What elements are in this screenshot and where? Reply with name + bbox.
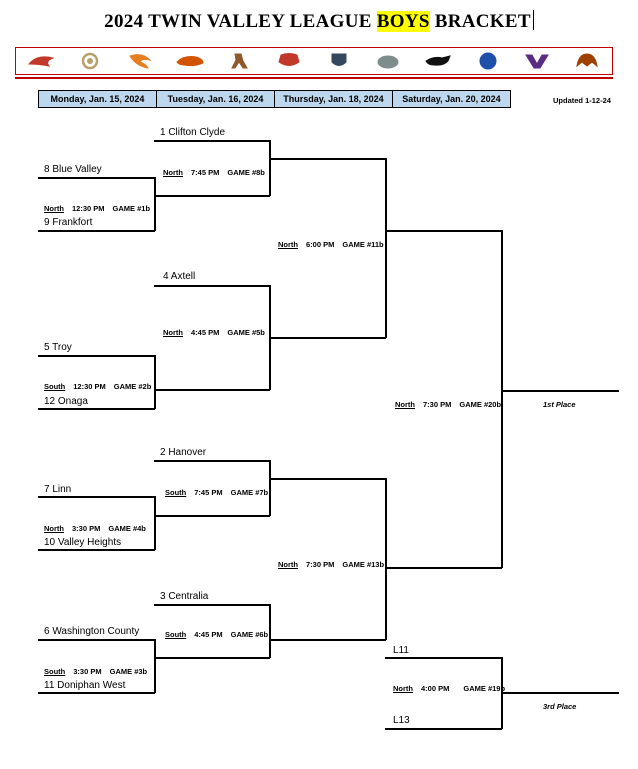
team-loser-g13: L13 [393,715,410,726]
title-prefix: 2024 TWIN VALLEY LEAGUE [104,11,377,32]
line-g5b-winner [269,337,386,339]
line-g8b-join [269,140,271,196]
ram-logo-icon [75,51,105,71]
team-blue-valley: 8 Blue Valley [44,164,102,175]
line-g8b-winner [269,158,386,160]
line-g13b-winner [385,567,502,569]
team-washington-county: 6 Washington County [44,626,140,637]
line-onaga [38,408,155,410]
line-g7b-join [269,460,271,516]
date-monday: Monday, Jan. 15, 2024 [38,90,157,108]
page-title: 2024 TWIN VALLEY LEAGUE BOYS BRACKET [0,10,638,33]
team-doniphan-west: 11 Doniphan West [44,680,126,691]
date-saturday: Saturday, Jan. 20, 2024 [392,90,511,108]
team-hanover: 2 Hanover [160,447,207,458]
line-g6b-winner [269,639,386,641]
title-highlight: BOYS [376,11,430,32]
team-valley-heights: 10 Valley Heights [44,537,122,548]
line-frankfort [38,230,155,232]
team-troy: 5 Troy [44,342,72,353]
mustang-logo-icon [224,51,254,71]
team-loser-g11: L11 [393,645,409,656]
line-valley-heights [38,549,155,551]
spartan-logo-icon [473,51,503,71]
line-g1b-join [154,177,156,231]
line-doniphan-west [38,692,155,694]
wildcat-logo-icon [274,51,304,71]
text-cursor [532,10,534,30]
eagle-logo-icon [26,51,56,71]
date-tuesday: Tuesday, Jan. 16, 2024 [156,90,275,108]
line-g3b-join [154,639,156,693]
bulldog-logo-icon [373,51,403,71]
line-g4b-join [154,496,156,550]
line-first-place [501,390,619,392]
third-place-label: 3rd Place [543,702,577,711]
line-g4b-winner [154,515,270,517]
line-clifton-clyde [154,140,270,142]
team-linn: 7 Linn [44,484,72,495]
date-header-row: Monday, Jan. 15, 2024 Tuesday, Jan. 16, … [38,90,511,108]
title-suffix: BRACKET [429,11,531,32]
logo-bar [15,47,613,75]
line-g3b-winner [154,657,270,659]
team-frankfort: 9 Frankfort [44,217,93,228]
line-blue-valley [38,177,155,179]
buffalo-logo-icon [423,51,453,71]
line-troy [38,355,155,357]
logo-bar-underline [15,77,613,79]
line-g1b-winner [154,195,270,197]
team-axtell: 4 Axtell [163,271,196,282]
panther-logo-icon [175,51,205,71]
line-g2b-winner [154,389,270,391]
line-g20b-join [501,230,503,568]
tiger-claw-logo-icon [125,51,155,71]
updated-note: Updated 1-12-24 [553,96,611,105]
line-third-place [501,692,619,694]
line-washington-county [38,639,155,641]
line-axtell [154,285,270,287]
line-g11b-join [385,158,387,338]
line-centralia [154,604,270,606]
line-g11b-winner [385,230,502,232]
line-hanover [154,460,270,462]
team-logos [16,48,612,74]
warrior-logo-icon [522,51,552,71]
line-l11 [385,657,502,659]
team-centralia: 3 Centralia [160,591,209,602]
team-onaga: 12 Onaga [44,396,88,407]
line-g2b-join [154,355,156,409]
team-clifton-clyde: 1 Clifton Clyde [160,127,226,138]
line-l13 [385,728,502,730]
line-g6b-join [269,604,271,658]
patriot-logo-icon [324,51,354,71]
line-g13b-join [385,478,387,640]
line-linn [38,496,155,498]
first-place-label: 1st Place [543,400,576,409]
tiger-logo-icon [572,51,602,71]
line-g7b-winner [269,478,386,480]
date-thursday: Thursday, Jan. 18, 2024 [274,90,393,108]
